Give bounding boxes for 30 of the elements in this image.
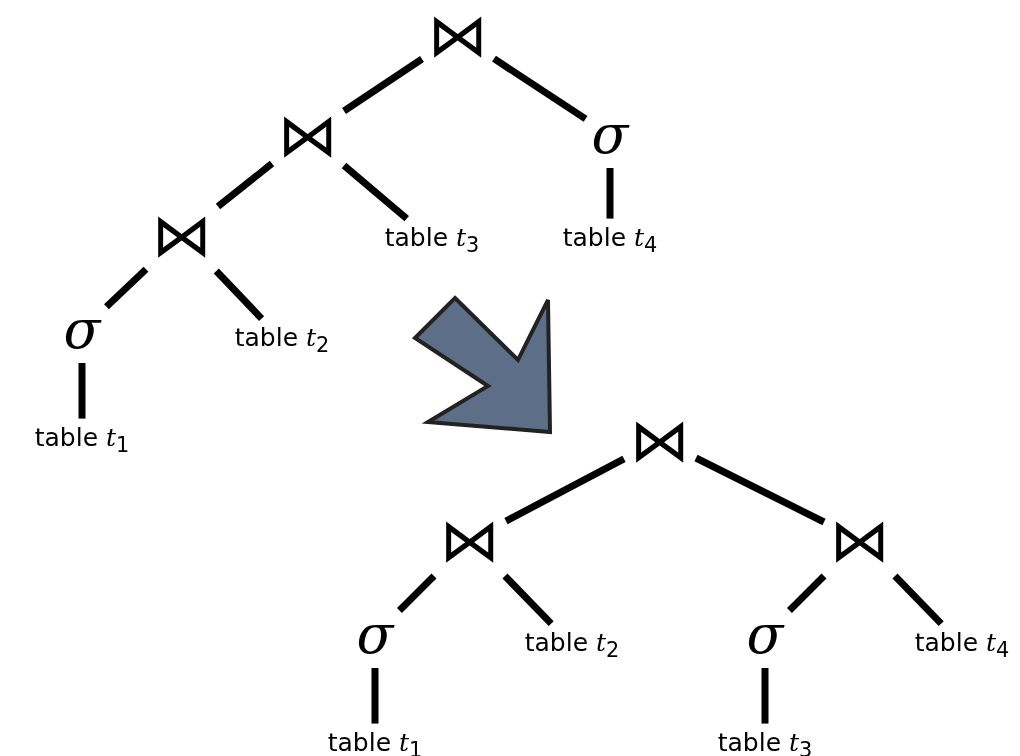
tree-edge <box>215 160 275 210</box>
tree-edge <box>104 266 149 310</box>
join-symbol: ⋈ <box>830 510 890 570</box>
tree-edge <box>892 573 944 627</box>
tree-edge <box>786 573 827 614</box>
selection-symbol: σ <box>746 608 784 662</box>
tree-edge <box>504 455 626 525</box>
join-symbol: ⋈ <box>278 105 338 165</box>
table-label: table t$_{4}$ <box>914 629 1010 661</box>
table-label: table t$_{1}$ <box>327 729 423 756</box>
selection-symbol: σ <box>63 303 101 357</box>
table-label: table t$_{2}$ <box>234 324 330 356</box>
tree-edge <box>502 573 554 627</box>
tree-edge <box>492 55 588 122</box>
tree-edge <box>342 56 424 114</box>
table-label: table t$_{1}$ <box>34 424 130 456</box>
join-symbol: ⋈ <box>630 410 690 470</box>
join-symbol: ⋈ <box>440 510 500 570</box>
join-symbol: ⋈ <box>428 5 488 65</box>
tree-edge <box>213 268 265 321</box>
table-label: table t$_{3}$ <box>717 729 813 756</box>
tree-edge <box>341 162 409 222</box>
tree-edge <box>396 573 437 614</box>
join-symbol: ⋈ <box>152 205 212 265</box>
selection-symbol: σ <box>356 608 394 662</box>
selection-symbol: σ <box>591 108 629 162</box>
table-label: table t$_{3}$ <box>384 224 480 256</box>
tree-edge <box>694 454 826 526</box>
table-label: table t$_{2}$ <box>524 629 620 661</box>
table-label: table t$_{4}$ <box>562 224 658 256</box>
